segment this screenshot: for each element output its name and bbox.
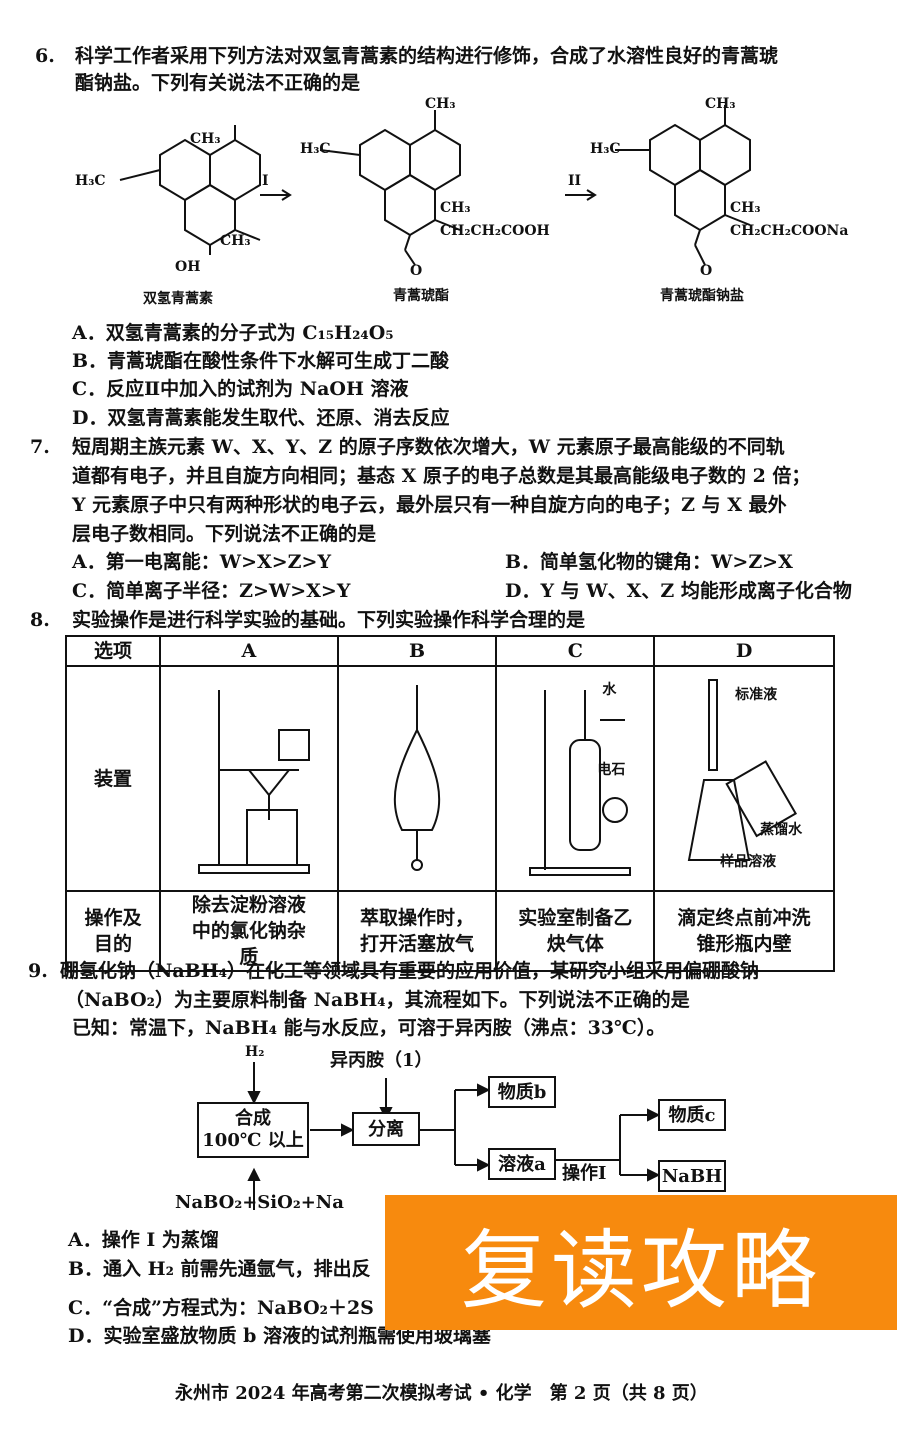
q7-number: 7. bbox=[30, 436, 50, 458]
flow-synthesis-temp: 100℃ 以上 bbox=[202, 1130, 304, 1151]
flow-operation-1: 操作I bbox=[562, 1163, 607, 1184]
apparatus-b bbox=[336, 665, 498, 892]
q7-stem: Y 元素原子中只有两种形状的电子云，最外层只有一种自旋方向的电子；Z 与 X 最… bbox=[72, 494, 787, 516]
apparatus-a bbox=[159, 665, 339, 892]
q7-option-c: C．简单离子半径：Z>W>X>Y bbox=[72, 580, 351, 602]
group-label: H₃C bbox=[75, 173, 106, 189]
group-label: CH₂CH₂COONa bbox=[730, 223, 849, 239]
flow-h2: H₂ bbox=[245, 1044, 265, 1060]
arrow-label: II bbox=[568, 173, 582, 189]
q7-option-b: B．简单氢化物的键角：W>Z>X bbox=[505, 551, 793, 573]
label-standard: 标准液 bbox=[735, 687, 778, 703]
group-label: H₃C bbox=[300, 141, 331, 157]
q9-stem: 硼氢化钠（NaBH₄）在化工等领域具有重要的应用价值，某研究小组采用偏硼酸钠 bbox=[60, 960, 760, 982]
arrow-label: I bbox=[262, 173, 269, 189]
purpose-b: 萃取操作时，打开活塞放气 bbox=[336, 890, 498, 972]
group-label: OH bbox=[175, 259, 201, 275]
group-label: CH₂CH₂COOH bbox=[440, 223, 550, 239]
q9-option-d: D．实验室盛放物质 b 溶液的试剂瓶需使用玻璃塞 bbox=[68, 1325, 491, 1347]
q9-stem: （NaBO₂）为主要原料制备 NaBH₄，其流程如下。下列说法不正确的是 bbox=[65, 989, 690, 1011]
q6-number: 6. bbox=[35, 45, 55, 67]
q8-number: 8. bbox=[30, 609, 50, 631]
apparatus-c: 水电石 bbox=[495, 665, 656, 892]
group-label: O bbox=[700, 263, 713, 279]
q6-stem: 酯钠盐。下列有关说法不正确的是 bbox=[75, 72, 361, 94]
group-label: CH₃ bbox=[705, 96, 736, 112]
flow-synthesis: 合成 bbox=[235, 1108, 271, 1129]
label-carbide: 电石 bbox=[597, 762, 626, 778]
group-label: H₃C bbox=[590, 141, 621, 157]
group-label: O bbox=[410, 263, 423, 279]
structure-artesunate-sodium bbox=[615, 105, 751, 266]
purpose-c: 实验室制备乙炔气体 bbox=[495, 890, 656, 972]
q8-stem: 实验操作是进行科学实验的基础。下列实验操作科学合理的是 bbox=[72, 609, 586, 631]
q7-stem: 短周期主族元素 W、X、Y、Z 的原子序数依次增大，W 元素原子最高能级的不同轨 bbox=[72, 436, 785, 458]
q9-option-b: B．通入 H₂ 前需先通氩气，排出反 bbox=[68, 1258, 371, 1280]
header-c: C bbox=[495, 635, 656, 667]
group-label: CH₃ bbox=[190, 131, 221, 147]
group-label: CH₃ bbox=[440, 200, 471, 216]
header-d: D bbox=[653, 635, 835, 667]
structure-artesunate bbox=[319, 110, 461, 266]
label-distilled: 蒸馏水 bbox=[760, 822, 803, 838]
q7-option-a: A．第一电离能：W>X>Z>Y bbox=[72, 551, 332, 573]
label-water: 水 bbox=[602, 682, 617, 698]
flow-nabh4: NaBH bbox=[658, 1160, 726, 1192]
flow-substance-c: 物质c bbox=[658, 1099, 726, 1131]
q7-stem: 层电子数相同。下列说法不正确的是 bbox=[72, 523, 377, 545]
row-label-purpose: 操作及目的 bbox=[64, 890, 162, 972]
header-b: B bbox=[336, 635, 498, 667]
q7-option-d: D．Y 与 W、X、Z 均能形成离子化合物 bbox=[505, 580, 852, 602]
q9-option-c: C．“合成”方程式为：NaBO₂＋2S bbox=[68, 1297, 374, 1319]
q6-option-c: C．反应Ⅱ中加入的试剂为 NaOH 溶液 bbox=[72, 378, 409, 400]
page-footer: 永州市 2024 年高考第二次模拟考试 • 化学 第 2 页（共 8 页） bbox=[175, 1383, 708, 1404]
q8-table: 选项 A B C D 装置 水电石 标准液蒸馏水样品溶液 操作及目的 除去淀粉溶… bbox=[64, 635, 835, 972]
q7-stem: 道都有电子，并且自旋方向相同；基态 X 原子的电子总数是其最高能级电子数的 2 … bbox=[72, 465, 811, 487]
flow-solution-a: 溶液a bbox=[488, 1148, 556, 1180]
label-sample: 样品溶液 bbox=[720, 854, 777, 870]
structure-name: 双氢青蒿素 bbox=[143, 291, 213, 307]
q6-option-d: D．双氢青蒿素能发生取代、还原、消去反应 bbox=[72, 407, 450, 429]
structure-name: 青蒿琥酯钠盐 bbox=[660, 288, 744, 304]
q6-option-a: A．双氢青蒿素的分子式为 C₁₅H₂₄O₅ bbox=[72, 322, 394, 344]
structure-name: 青蒿琥酯 bbox=[393, 288, 449, 304]
purpose-a: 除去淀粉溶液中的氯化钠杂质 bbox=[159, 890, 339, 972]
flow-separation: 分离 bbox=[352, 1112, 420, 1146]
purpose-d: 滴定终点前冲洗锥形瓶内壁 bbox=[653, 890, 835, 972]
header-option: 选项 bbox=[64, 635, 162, 667]
q6-stem: 科学工作者采用下列方法对双氢青蒿素的结构进行修饰，合成了水溶性良好的青蒿琥 bbox=[75, 45, 779, 67]
q9-stem: 已知：常温下，NaBH₄ 能与水反应，可溶于异丙胺（沸点：33℃）。 bbox=[72, 1017, 666, 1039]
group-label: CH₃ bbox=[425, 96, 456, 112]
structure-dihydroartemisinin bbox=[119, 125, 261, 255]
q9-number: 9. bbox=[28, 960, 48, 982]
flow-feed: NaBO₂+SiO₂+Na bbox=[175, 1192, 344, 1213]
q9-option-a: A．操作 I 为蒸馏 bbox=[68, 1229, 219, 1251]
q6-option-b: B．青蒿琥酯在酸性条件下水解可生成丁二酸 bbox=[72, 350, 450, 372]
group-label: CH₃ bbox=[730, 200, 761, 216]
header-a: A bbox=[159, 635, 339, 667]
group-label: CH₃ bbox=[220, 233, 251, 249]
row-label-apparatus: 装置 bbox=[64, 665, 162, 892]
flow-amine: 异丙胺（1） bbox=[330, 1050, 433, 1071]
apparatus-d: 标准液蒸馏水样品溶液 bbox=[653, 665, 835, 892]
q6-structures bbox=[119, 105, 751, 266]
flow-substance-b: 物质b bbox=[488, 1076, 556, 1108]
watermark-banner: 复读攻略 bbox=[385, 1195, 897, 1330]
